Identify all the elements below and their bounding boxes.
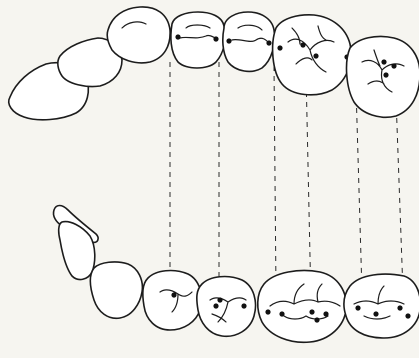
contact-point — [323, 311, 328, 316]
contact-point — [266, 40, 271, 45]
contact-point — [314, 317, 319, 322]
upper-first-premolar — [171, 12, 225, 68]
guide-line-4 — [306, 72, 311, 303]
contact-point — [355, 305, 360, 310]
guide-line-5 — [356, 88, 362, 292]
contact-point — [213, 36, 218, 41]
lower-canine — [90, 262, 142, 318]
upper-second-molar — [347, 36, 419, 117]
upper-arch — [9, 7, 419, 120]
guide-line-6 — [396, 98, 403, 292]
lower-arch — [53, 206, 419, 343]
contact-point — [313, 53, 318, 58]
contact-point — [383, 72, 388, 77]
contact-point — [373, 311, 378, 316]
lower-first-molar — [258, 271, 347, 343]
lower-first-premolar — [143, 271, 202, 330]
contact-point — [279, 311, 284, 316]
contact-point — [300, 42, 305, 47]
contact-point — [226, 38, 231, 43]
contact-point — [277, 45, 282, 50]
contact-point — [397, 305, 402, 310]
upper-canine — [107, 7, 170, 63]
upper-second-premolar — [223, 12, 275, 71]
contact-point — [213, 303, 218, 308]
contact-point — [217, 297, 222, 302]
contact-point — [241, 303, 246, 308]
contact-point — [381, 59, 386, 64]
upper-first-molar — [273, 15, 352, 95]
contact-point — [309, 309, 314, 314]
contact-point — [391, 63, 396, 68]
contact-point — [175, 34, 180, 39]
lower-second-molar — [344, 274, 419, 338]
contact-point — [265, 309, 270, 314]
contact-point — [405, 313, 410, 318]
contact-point — [171, 292, 176, 297]
guide-line-3 — [274, 66, 276, 291]
lower-second-premolar — [197, 277, 256, 337]
